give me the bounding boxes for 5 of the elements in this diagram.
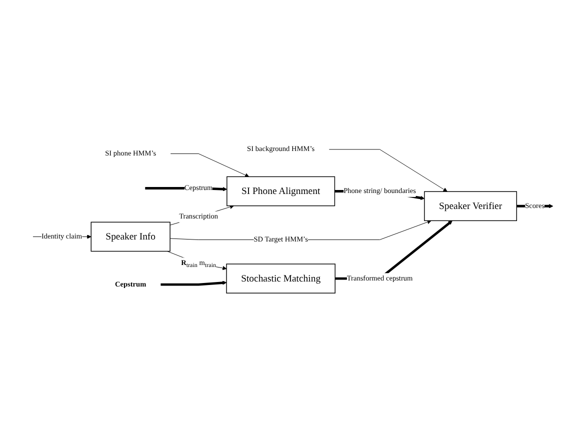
arrow bbox=[160, 280, 227, 286]
node-box: Stochastic Matching bbox=[226, 264, 336, 294]
node-box: SI Phone Alignment bbox=[226, 176, 336, 206]
node-box: Speaker Info bbox=[90, 222, 170, 252]
node-box: Speaker Verifier bbox=[424, 191, 517, 222]
